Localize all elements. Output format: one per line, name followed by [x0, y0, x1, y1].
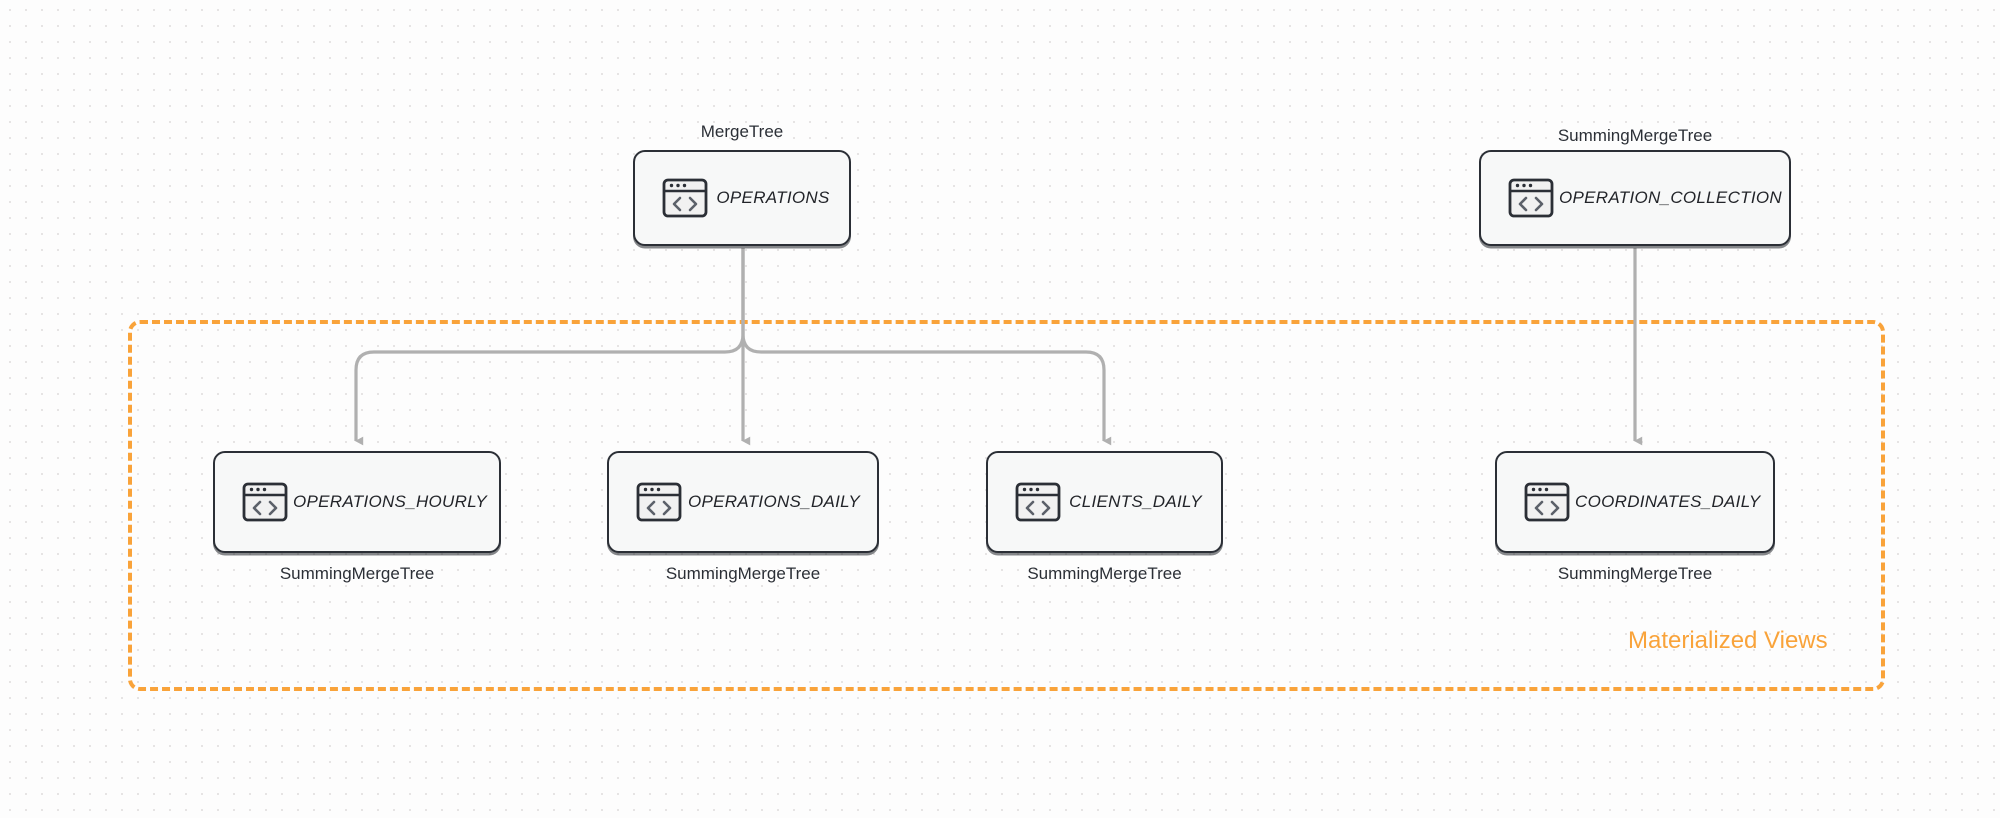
code-window-icon [635, 478, 683, 526]
node-caption-operations-daily: SummingMergeTree [665, 564, 821, 583]
code-window-icon [1523, 478, 1571, 526]
node-label-operations-hourly: OPERATIONS_HOURLY [293, 492, 488, 511]
node-label-clients-daily: CLIENTS_DAILY [1069, 492, 1202, 511]
node-operation-collection[interactable]: OPERATION_COLLECTION [1479, 150, 1791, 246]
node-caption-operations: MergeTree [700, 122, 784, 141]
node-caption-operations-hourly: SummingMergeTree [279, 564, 435, 583]
node-clients-daily[interactable]: CLIENTS_DAILY [986, 451, 1223, 553]
node-label-operation-collection: OPERATION_COLLECTION [1559, 188, 1782, 207]
node-caption-coordinates-daily: SummingMergeTree [1557, 564, 1713, 583]
code-window-icon [1507, 174, 1555, 222]
node-caption-operation-collection: SummingMergeTree [1557, 126, 1713, 145]
node-operations-hourly[interactable]: OPERATIONS_HOURLY [213, 451, 501, 553]
node-operations[interactable]: OPERATIONS [633, 150, 851, 246]
code-window-icon [661, 174, 709, 222]
node-operations-daily[interactable]: OPERATIONS_DAILY [607, 451, 879, 553]
node-label-operations-daily: OPERATIONS_DAILY [687, 492, 861, 511]
code-window-icon [1014, 478, 1062, 526]
node-coordinates-daily[interactable]: COORDINATES_DAILY [1495, 451, 1775, 553]
code-window-icon [241, 478, 289, 526]
node-label-coordinates-daily: COORDINATES_DAILY [1575, 492, 1761, 511]
node-caption-clients-daily: SummingMergeTree [1027, 564, 1182, 583]
node-label-operations: OPERATIONS [716, 188, 830, 207]
materialized-views-group-label: Materialized Views [1628, 627, 1828, 654]
